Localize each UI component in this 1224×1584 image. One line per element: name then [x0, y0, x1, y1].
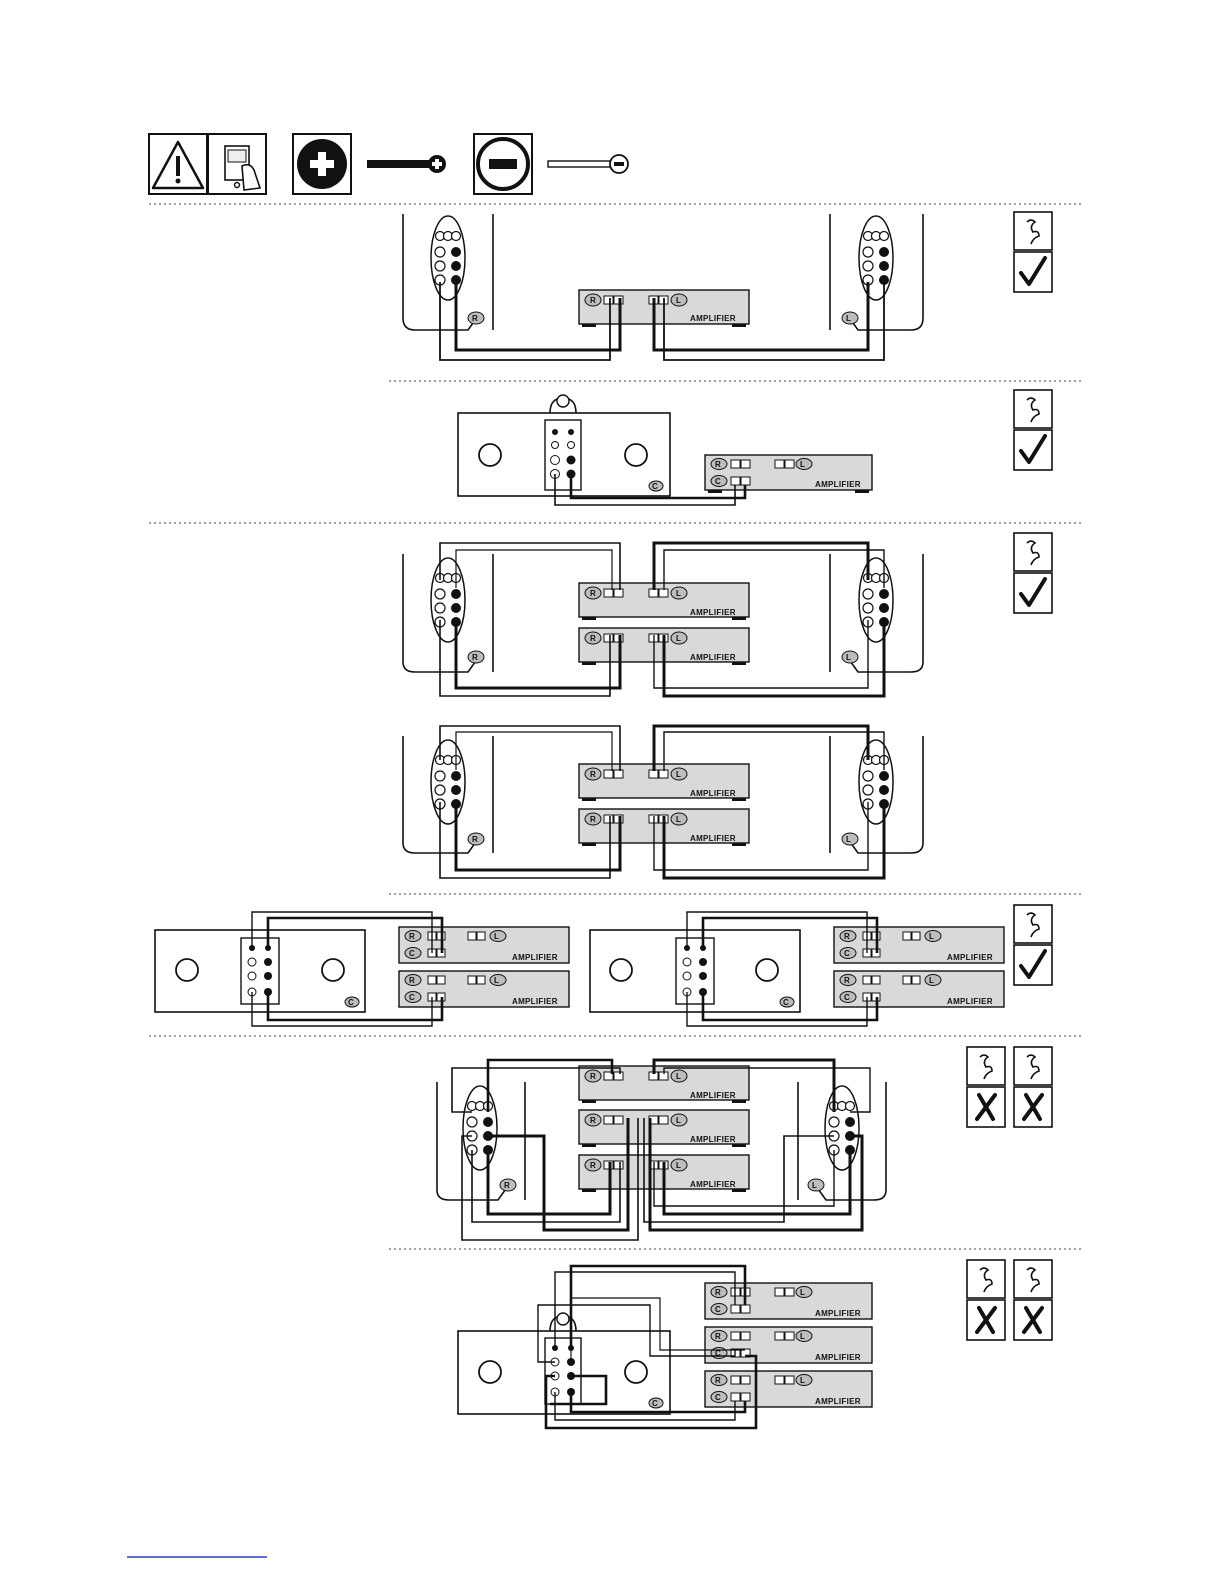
amplifier-label: AMPLIFIER	[947, 953, 993, 962]
amp-channel-l: L	[676, 815, 681, 824]
amplifier-label: AMPLIFIER	[690, 789, 736, 798]
channel-label-right: R	[504, 1181, 510, 1190]
amp-channel-r: R	[409, 976, 415, 985]
amp-channel-l: L	[676, 770, 681, 779]
amp-channel-c: C	[409, 949, 415, 958]
amp-channel-r: R	[715, 460, 721, 469]
amp-channel-c: C	[715, 477, 721, 486]
amp-channel-l: L	[676, 1116, 681, 1125]
amp-channel-r: R	[590, 1072, 596, 1081]
amp-channel-r: R	[590, 1116, 596, 1125]
stereo-biamp-diagram-upper: R L R L AMPLIFIER R L AMPLIFIER	[403, 543, 923, 696]
amplifier-label: AMPLIFIER	[690, 314, 736, 323]
amp-channel-r: R	[715, 1376, 721, 1385]
amp-channel-c: C	[844, 993, 850, 1002]
amp-channel-r: R	[590, 770, 596, 779]
amplifier-label: AMPLIFIER	[815, 1353, 861, 1362]
channel-label-right: R	[472, 653, 478, 662]
cross-mark-icon	[967, 1047, 1005, 1127]
amplifier-label: AMPLIFIER	[815, 1309, 861, 1318]
amp-channel-c: C	[715, 1305, 721, 1314]
check-mark-icon	[1014, 212, 1052, 292]
center-biamp-diagram-right: C R L C AMPLIFIER R L C AMPLIFIER	[590, 912, 1004, 1026]
cross-mark-icon	[967, 1260, 1005, 1340]
amplifier-label: AMPLIFIER	[947, 997, 993, 1006]
amplifier-label: AMPLIFIER	[690, 834, 736, 843]
power-switch-icon	[208, 134, 266, 194]
amp-channel-l: L	[800, 1332, 805, 1341]
amp-channel-r: R	[590, 815, 596, 824]
speaker-cable-icon	[548, 155, 628, 173]
amplifier-label: AMPLIFIER	[512, 953, 558, 962]
amp-channel-l: L	[800, 1376, 805, 1385]
amp-channel-c: C	[715, 1393, 721, 1402]
channel-label-center: C	[652, 482, 658, 491]
channel-label-right: R	[472, 314, 478, 323]
amp-channel-r: R	[844, 976, 850, 985]
amp-channel-r: R	[844, 932, 850, 941]
amp-channel-l: L	[800, 460, 805, 469]
channel-label-center: C	[652, 1399, 658, 1408]
center-triamp-diagram: C R L C AMPLIFIER R L C AMPLIFIER R L C …	[458, 1266, 872, 1428]
amplifier-label: AMPLIFIER	[690, 1180, 736, 1189]
amplifier-label: AMPLIFIER	[512, 997, 558, 1006]
amp-channel-l: L	[676, 634, 681, 643]
channel-label-center: C	[348, 998, 354, 1007]
check-mark-icon	[1014, 533, 1052, 613]
amp-channel-l: L	[929, 976, 934, 985]
amp-channel-r: R	[590, 296, 596, 305]
amplifier-label: AMPLIFIER	[815, 480, 861, 489]
amplifier-label: AMPLIFIER	[690, 1135, 736, 1144]
amp-channel-l: L	[676, 1161, 681, 1170]
amplifier-label: AMPLIFIER	[690, 608, 736, 617]
channel-label-left: L	[846, 314, 851, 323]
amp-channel-r: R	[590, 634, 596, 643]
amp-channel-l: L	[676, 296, 681, 305]
amp-channel-l: L	[676, 589, 681, 598]
amplifier-label: AMPLIFIER	[690, 653, 736, 662]
stereo-triamp-diagram: R L R L AMPLIFIER R L AMPLIFIER R L AMPL…	[437, 1060, 886, 1240]
amp-channel-r: R	[590, 589, 596, 598]
amp-channel-l: L	[494, 976, 499, 985]
amp-channel-r: R	[715, 1332, 721, 1341]
negative-terminal-icon	[474, 134, 532, 194]
amp-channel-c: C	[409, 993, 415, 1002]
channel-label-left: L	[846, 835, 851, 844]
check-mark-icon	[1014, 905, 1052, 985]
legend-bar	[149, 134, 628, 194]
amp-channel-r: R	[409, 932, 415, 941]
channel-label-left: L	[846, 653, 851, 662]
channel-label-left: L	[812, 1181, 817, 1190]
cross-mark-icon	[1014, 1260, 1052, 1340]
warning-triangle-icon	[149, 134, 207, 194]
center-single-amp-diagram: C R L C AMPLIFIER	[458, 395, 872, 505]
channel-label-center: C	[783, 998, 789, 1007]
amp-channel-l: L	[676, 1072, 681, 1081]
stereo-biamp-diagram-lower: R L R L AMPLIFIER R L AMPLIFIER	[403, 726, 923, 878]
amp-channel-l: L	[929, 932, 934, 941]
cross-mark-icon	[1014, 1047, 1052, 1127]
stereo-single-amp-diagram: R L R L AMPLIFIER	[403, 214, 923, 360]
amp-channel-c: C	[844, 949, 850, 958]
amp-channel-l: L	[800, 1288, 805, 1297]
speaker-cable-icon	[367, 155, 446, 173]
channel-label-right: R	[472, 835, 478, 844]
amp-channel-r: R	[715, 1288, 721, 1297]
check-mark-icon	[1014, 390, 1052, 470]
amp-channel-l: L	[494, 932, 499, 941]
positive-terminal-icon	[293, 134, 351, 194]
amplifier-label: AMPLIFIER	[815, 1397, 861, 1406]
amp-channel-r: R	[590, 1161, 596, 1170]
amplifier-label: AMPLIFIER	[690, 1091, 736, 1100]
center-biamp-diagram-left: C R L C AMPLIFIER R L C AMPLIFIER	[155, 912, 569, 1026]
